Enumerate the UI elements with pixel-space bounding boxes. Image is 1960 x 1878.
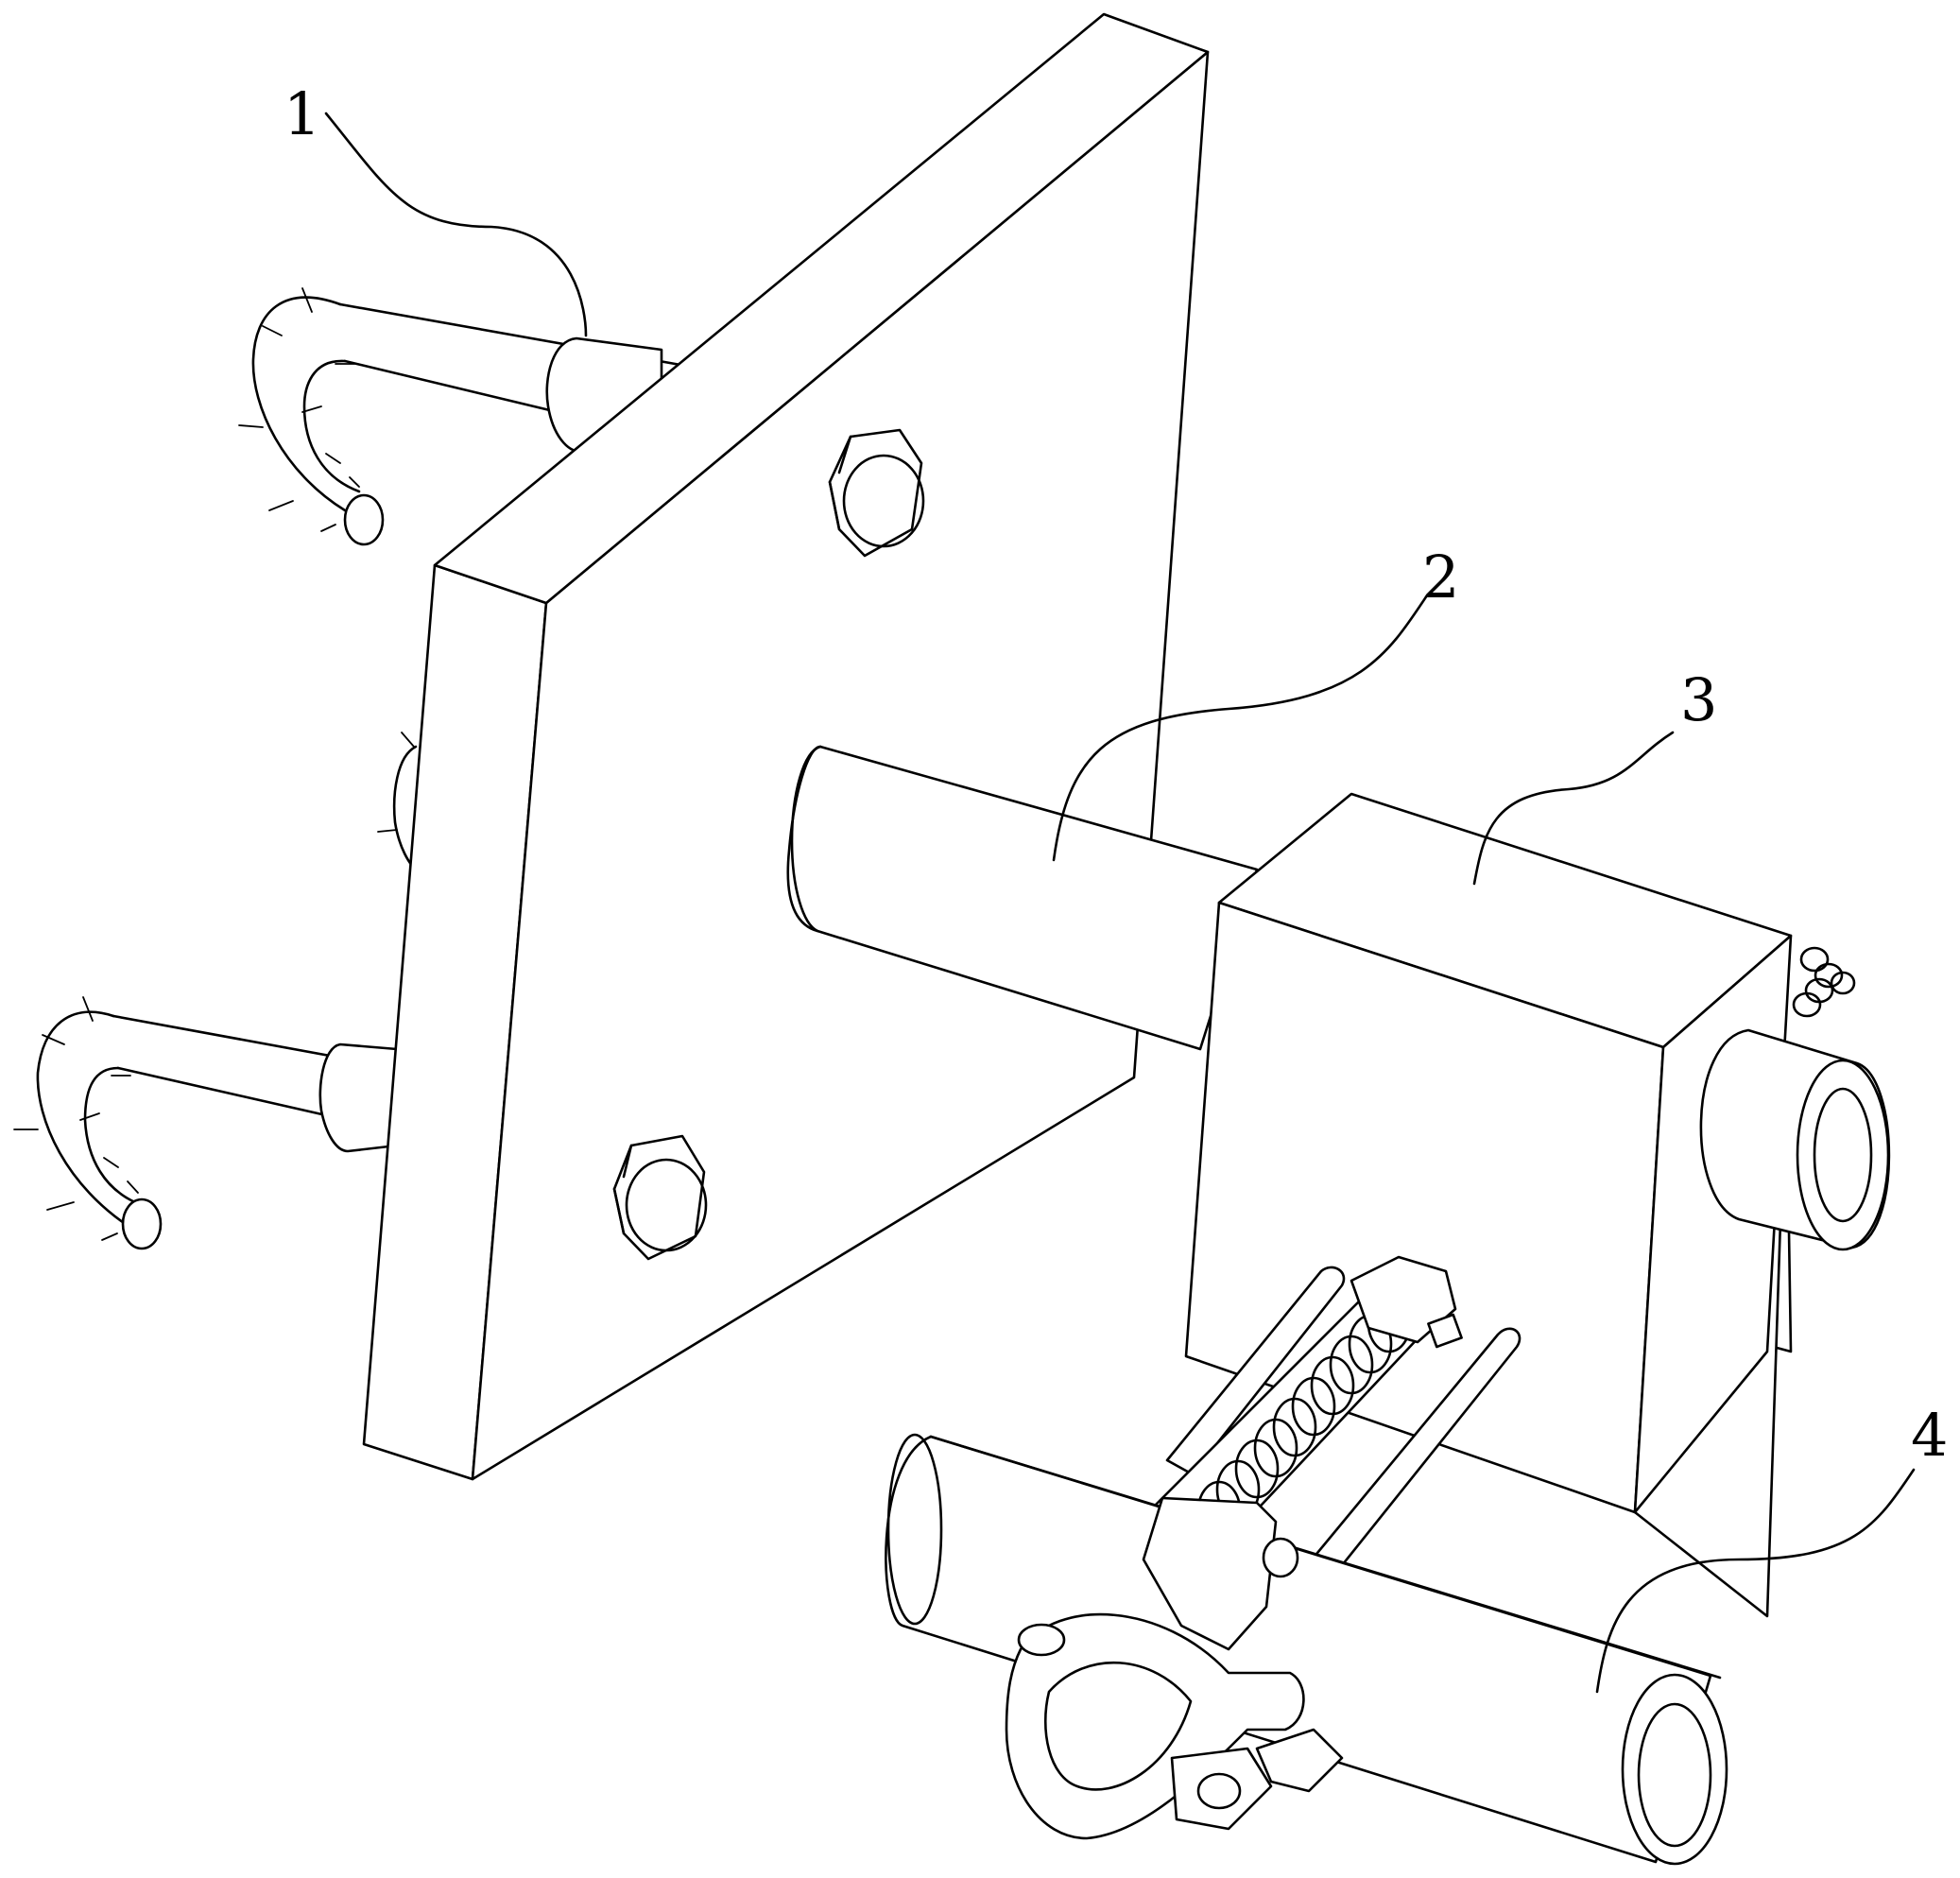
base-plate	[362, 12, 1210, 1481]
lead-screw	[1146, 1255, 1463, 1561]
hex-nut-upper	[828, 428, 925, 558]
label-part-2: 2	[1422, 543, 1459, 612]
side-spring	[1792, 946, 1856, 1018]
hex-nut-lower	[612, 1134, 708, 1261]
leader-line-3	[1472, 731, 1675, 886]
side-shaft	[1699, 1028, 1891, 1251]
pipe-clamp	[1005, 1496, 1344, 1840]
label-part-3: 3	[1680, 665, 1717, 734]
clamped-pipe	[885, 1433, 1728, 1866]
lower-anchor-hook	[13, 996, 399, 1250]
label-part-4: 4	[1911, 1401, 1948, 1470]
support-rod	[786, 745, 1259, 1051]
leader-line-2	[1052, 594, 1429, 862]
leader-line-4	[1595, 1468, 1916, 1694]
leader-lines	[324, 112, 1916, 1694]
guide-rod-right	[1302, 1327, 1522, 1585]
leader-line-1	[324, 112, 588, 337]
label-part-1: 1	[284, 79, 320, 148]
sliding-block	[1184, 792, 1793, 1618]
guide-rod-left	[1165, 1266, 1346, 1476]
